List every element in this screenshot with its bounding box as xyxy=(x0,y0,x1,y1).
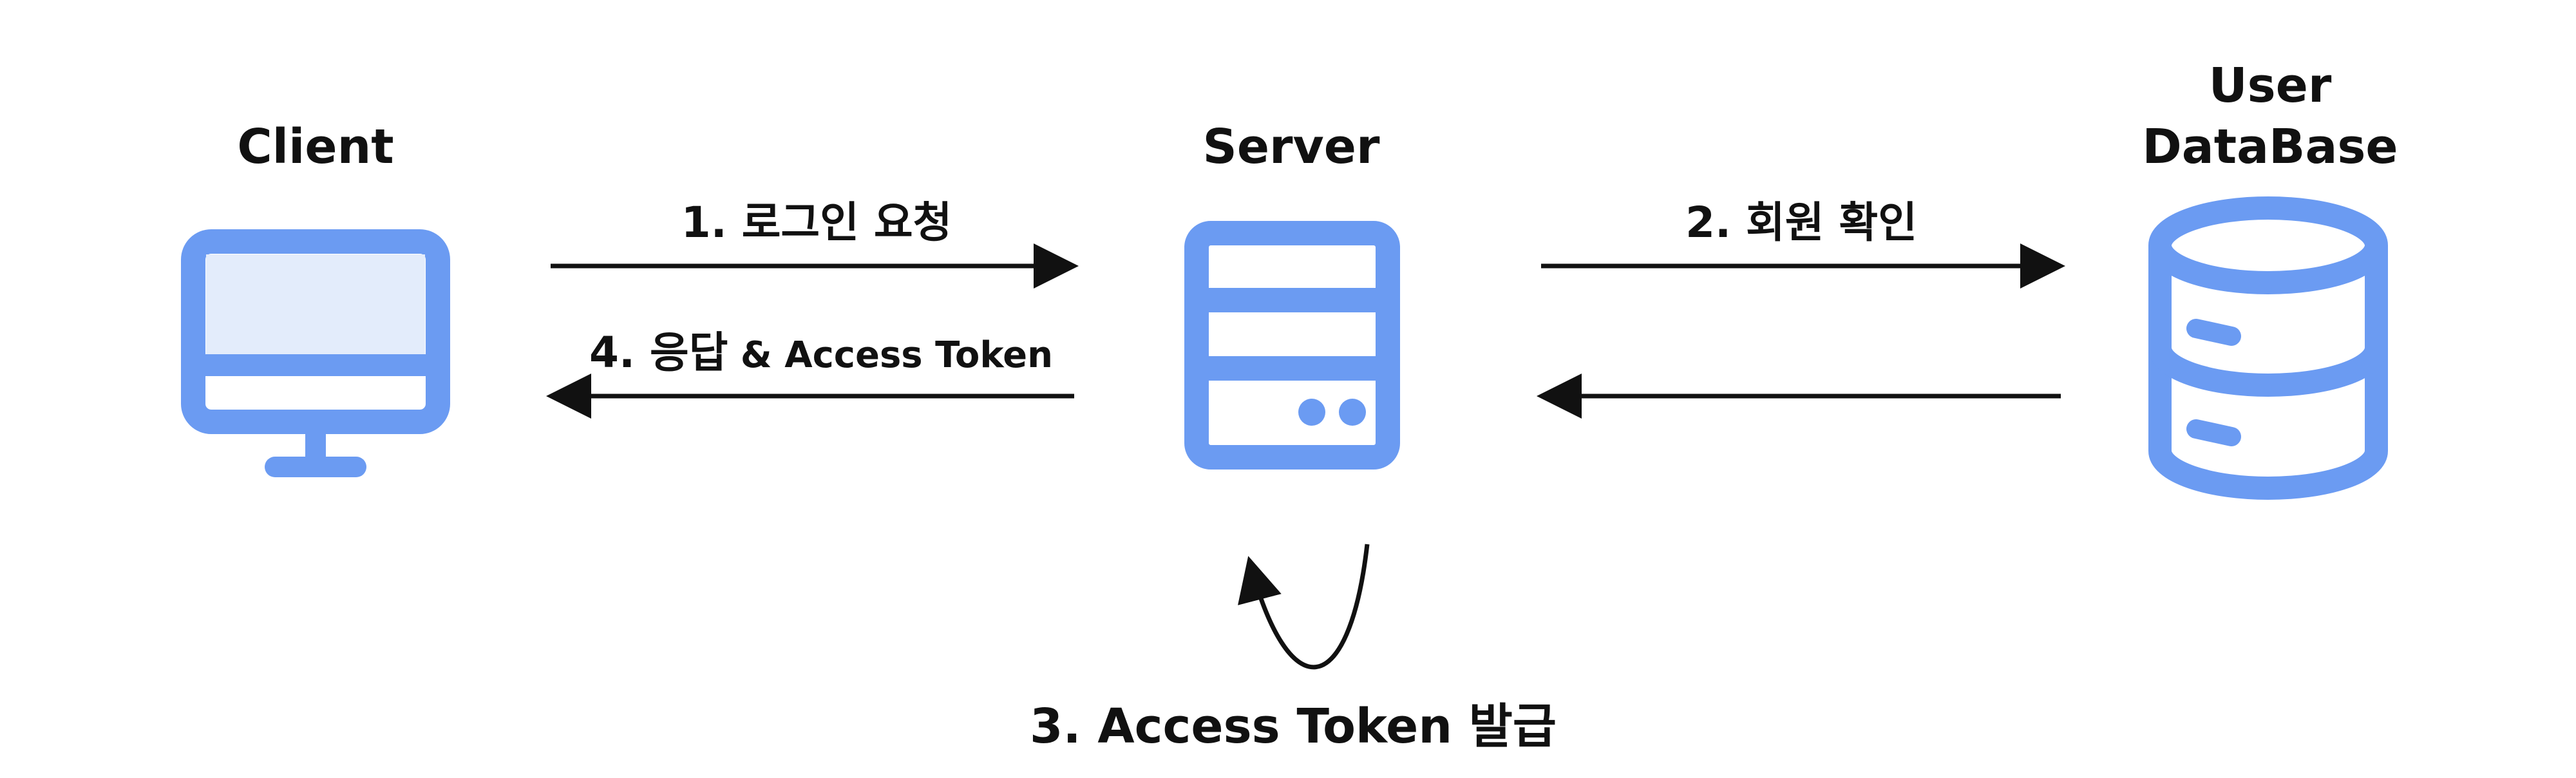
member-check-label: 2. 회원 확인 xyxy=(1685,198,1917,247)
database-label-line1: User xyxy=(2209,58,2332,113)
token-issue-loop-arrow xyxy=(1238,544,1370,670)
monitor-icon xyxy=(181,229,450,477)
database-top-ellipse xyxy=(2148,196,2388,294)
response-label: 4. 응답 & Access Token xyxy=(589,328,1053,377)
server-led-1 xyxy=(1298,399,1325,426)
response-label-suffix: & Access Token xyxy=(728,334,1053,376)
client-label: Client xyxy=(237,119,393,175)
monitor-stand-neck xyxy=(305,433,326,460)
server-label: Server xyxy=(1203,119,1380,175)
database-slot-1 xyxy=(2186,319,2241,346)
database-slot-2 xyxy=(2186,419,2241,446)
server-led-2 xyxy=(1339,399,1366,426)
database-band-1 xyxy=(2148,346,2388,397)
server-icon xyxy=(1184,221,1400,470)
database-label-line2: DataBase xyxy=(2142,119,2398,175)
monitor-screen xyxy=(206,254,425,364)
database-icon xyxy=(2148,196,2388,500)
server-chassis xyxy=(1184,221,1400,470)
token-issue-label: 3. Access Token 발급 xyxy=(1030,699,1557,754)
response-label-main: 4. 응답 xyxy=(589,328,728,377)
database-bottom-arc xyxy=(2148,450,2388,500)
monitor-frame xyxy=(181,229,450,434)
login-request-label: 1. 로그인 요청 xyxy=(681,198,952,247)
